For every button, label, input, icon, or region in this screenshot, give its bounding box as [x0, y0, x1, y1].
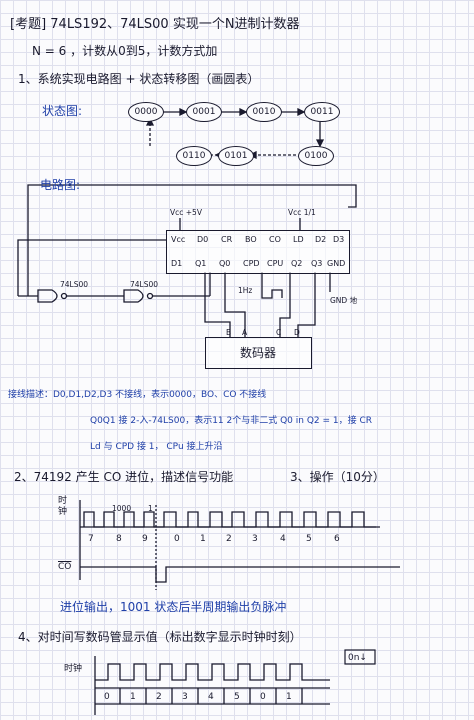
- time-box: 0n↓: [348, 653, 367, 663]
- state-0000: 0000: [128, 102, 164, 122]
- gnd-label: GND 地: [330, 296, 358, 305]
- task-params: N = 6 ，计数从0到5，计数方式加: [32, 44, 218, 58]
- page-title: [考题] 74LS192、74LS00 实现一个N进制计数器: [10, 17, 300, 32]
- pin-d2: D2: [315, 235, 327, 244]
- pin-gnd: GND: [327, 259, 346, 268]
- count-1: 1: [200, 534, 206, 544]
- decoder-input-b: B: [226, 328, 232, 337]
- pin-ld: LD: [293, 235, 304, 244]
- wiring-line2: Q0Q1 接 2-入-74LS00，表示11 2个与非二式 Q0 in Q2 =…: [90, 416, 373, 426]
- state-0100: 0100: [298, 146, 334, 166]
- vcc-label: Vcc +5V: [170, 208, 202, 217]
- display-1b: 1: [286, 692, 292, 702]
- co-label: CO: [58, 562, 72, 572]
- clock-label-4: 时钟: [64, 664, 83, 674]
- count-6: 6: [334, 534, 340, 544]
- clock-label: 时钟: [58, 496, 68, 517]
- gate2-label: 74LS00: [130, 280, 159, 289]
- pin-co: CO: [269, 235, 281, 244]
- marker-sep: 1: [148, 504, 153, 513]
- count-4: 4: [280, 534, 286, 544]
- vcc2-label: Vcc 1/1: [288, 208, 316, 217]
- state-diagram-label: 状态图:: [42, 104, 83, 118]
- pin-d1: D1: [171, 259, 183, 268]
- display-0a: 0: [104, 692, 110, 702]
- state-0011: 0011: [304, 102, 340, 122]
- decoder-input-c: C: [276, 328, 282, 337]
- pin-q0: Q0: [219, 259, 231, 268]
- count-3: 3: [252, 534, 258, 544]
- pin-q3: Q3: [311, 259, 323, 268]
- decoder-box: 数码器: [205, 337, 312, 369]
- display-1a: 1: [130, 692, 136, 702]
- circuit-label: 电路图:: [40, 178, 81, 192]
- wiring-line1: 接线描述：D0,D1,D2,D3 不接线，表示0000，BO、CO 不接线: [8, 390, 267, 400]
- pin-cr: CR: [221, 235, 233, 244]
- pin-q2: Q2: [291, 259, 303, 268]
- count-8: 8: [116, 534, 122, 544]
- count-7: 7: [88, 534, 94, 544]
- section3-heading: 3、操作（10分）: [290, 470, 385, 484]
- gate1-label: 74LS00: [60, 280, 89, 289]
- pin-cpd: CPD: [243, 259, 260, 268]
- pin-q1: Q1: [195, 259, 207, 268]
- state-0001: 0001: [186, 102, 222, 122]
- count-0: 0: [174, 534, 180, 544]
- count-9: 9: [142, 534, 148, 544]
- display-2: 2: [156, 692, 162, 702]
- state-0010: 0010: [246, 102, 282, 122]
- display-4: 4: [208, 692, 214, 702]
- pin-d3: D3: [333, 235, 345, 244]
- count-2: 2: [226, 534, 232, 544]
- marker-1000: 1000: [112, 504, 132, 513]
- pin-cpu: CPU: [267, 259, 284, 268]
- clock-note: 1Hz: [238, 286, 253, 295]
- count-5: 5: [306, 534, 312, 544]
- section1-heading: 1、系统实现电路图 + 状态转移图（画圆表）: [18, 72, 260, 86]
- pin-d0: D0: [197, 235, 209, 244]
- display-5: 5: [234, 692, 240, 702]
- state-0110: 0110: [176, 146, 212, 166]
- pin-bo: BO: [245, 235, 257, 244]
- section4-heading: 4、对时间写数码管显示值（标出数字显示时钟时刻）: [18, 630, 302, 644]
- co-description: 进位输出，1001 状态后半周期输出负脉冲: [60, 600, 287, 614]
- pin-vcc: Vcc: [171, 235, 186, 244]
- wiring-line3: Ld 与 CPD 接 1， CPu 接上升沿: [90, 442, 223, 452]
- decoder-label: 数码器: [240, 346, 277, 360]
- ic-74ls192: Vcc D0 CR BO CO LD D2 D3 D1 Q1 Q0 CPD CP…: [166, 230, 350, 274]
- display-0b: 0: [260, 692, 266, 702]
- decoder-input-a: A: [242, 328, 248, 337]
- decoder-input-d: D: [294, 328, 300, 337]
- display-3: 3: [182, 692, 188, 702]
- state-0101: 0101: [218, 146, 254, 166]
- section2-heading: 2、74192 产生 CO 进位，描述信号功能: [14, 470, 234, 484]
